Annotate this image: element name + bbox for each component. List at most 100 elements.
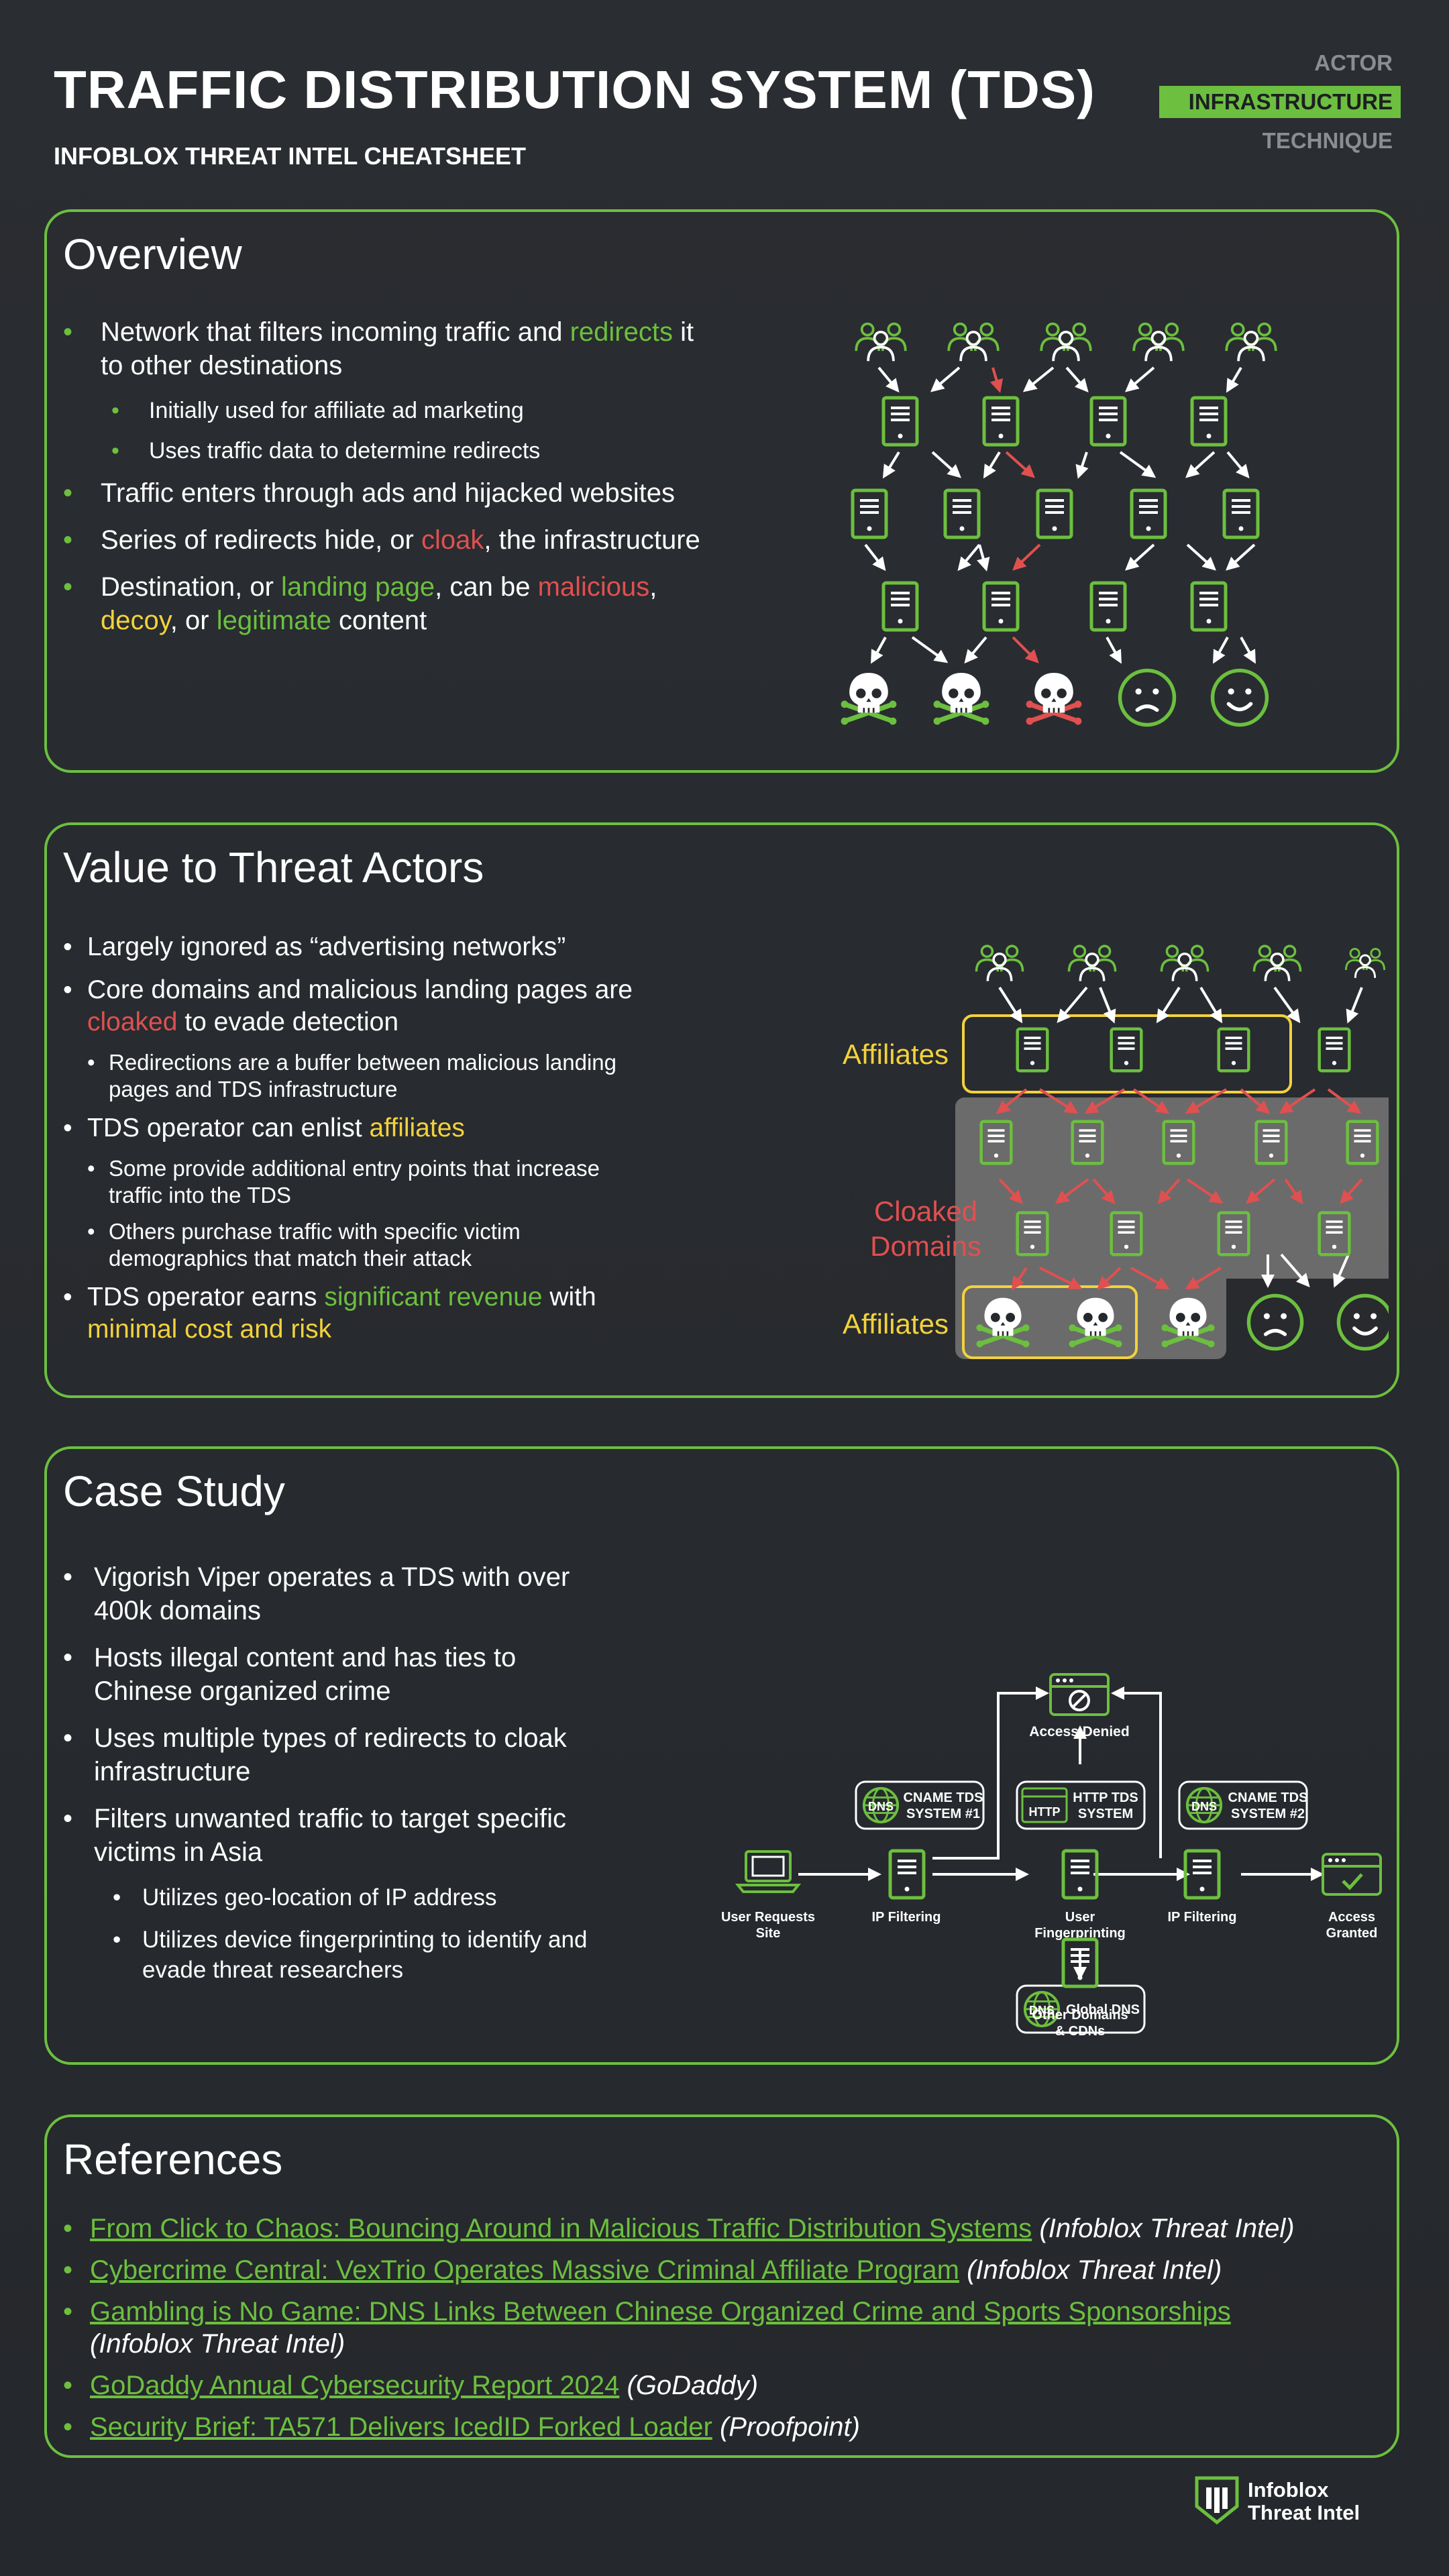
text: Network that filters incoming traffic an… [101,317,570,347]
logo-line1: Infoblox [1248,2478,1329,2502]
list-item: Filters unwanted traffic to target speci… [63,1802,613,1869]
redirect-flow-diagram [839,322,1277,755]
case-heading: Case Study [63,1467,285,1515]
overview-heading: Overview [63,230,242,278]
text: with [542,1283,596,1311]
references-heading: References [63,2135,283,2184]
affiliates-bottom-box [962,1285,1138,1359]
list-item: Hosts illegal content and has ties to Ch… [63,1641,613,1708]
landing-page-icons [841,671,1267,725]
user-laptop-node: User Requests Site [721,1850,815,1941]
global-dns-node: DNS Global DNS [1016,1984,1146,2034]
dns-badge: DNS [868,1800,894,1813]
arrows [998,986,1363,1288]
reference-item: Gambling is No Game: DNS Links Between C… [63,2296,1378,2360]
shield-icon [1195,2476,1239,2525]
granted-label-a: Access [1328,1910,1375,1925]
text: Core domains and malicious landing pages… [87,975,633,1004]
reference-link[interactable]: Gambling is No Game: DNS Links Between C… [90,2297,1231,2326]
global-dns-label: Global DNS [1066,2002,1140,2017]
references-list: From Click to Chaos: Bouncing Around in … [63,2212,1378,2453]
cname1-label-a: CNAME TDS [904,1790,983,1805]
access-granted-node: Access Granted [1322,1853,1382,1941]
other-domains-label-b: & CDNs [1055,2024,1105,2039]
list-item: Vigorish Viper operates a TDS with over … [63,1560,613,1627]
cname-tds-1-node: DNS CNAME TDS SYSTEM #1 [855,1780,985,1830]
list-item: Utilizes device fingerprinting to identi… [63,1925,613,1985]
text: content [331,606,427,635]
http-badge: HTTP [1029,1805,1061,1819]
access-denied-label: Access Denied [1029,1724,1129,1739]
reference-link[interactable]: GoDaddy Annual Cybersecurity Report 2024 [90,2371,620,2400]
other-domains-node: Other Domains & CDNs [1032,1937,1128,2039]
reference-source: (Proofpoint) [719,2412,860,2442]
user-label-a: User Requests [721,1910,815,1925]
fingerprint-label-a: User [1065,1910,1095,1925]
user-icons [975,945,1386,983]
highlight: minimal cost and risk [87,1315,332,1344]
label-affiliates-top: Affiliates [843,1038,949,1070]
list-item: Uses traffic data to determine redirects [63,436,720,466]
cname2-label-b: SYSTEM #2 [1231,1807,1305,1821]
list-item: Core domains and malicious landing pages… [63,974,653,1038]
label-affiliates-bottom: Affiliates [843,1308,949,1340]
text: Destination, or [101,572,282,602]
malicious-path-arrows [989,367,1041,663]
reference-link[interactable]: From Click to Chaos: Bouncing Around in … [90,2214,1032,2243]
page-subtitle: INFOBLOX THREAT INTEL CHEATSHEET [54,142,527,170]
other-domains-label-a: Other Domains [1032,2008,1128,2023]
page-title: TRAFFIC DISTRIBUTION SYSTEM (TDS) [54,60,1095,119]
list-item: Others purchase traffic with specific vi… [63,1218,653,1272]
category-tags: ACTOR INFRASTRUCTURE TECHNIQUE [1159,47,1401,164]
reference-source: (Infoblox Threat Intel) [90,2329,345,2359]
list-item: TDS operator earns significant revenue w… [63,1281,653,1346]
text: it to other destinations [101,317,694,380]
reference-link[interactable]: Security Brief: TA571 Delivers IcedID Fo… [90,2412,712,2442]
highlight: legitimate [216,606,331,635]
user-label-b: Site [756,1926,781,1941]
text: , can be [435,572,538,602]
infoblox-logo: Infoblox Threat Intel [1195,2476,1360,2525]
text: , the infrastructure [484,525,700,555]
highlight: redirects [570,317,673,347]
text: to evade detection [177,1008,399,1036]
tag-technique: TECHNIQUE [1262,128,1393,153]
highlight: cloaked [87,1008,178,1036]
cname2-label-a: CNAME TDS [1228,1790,1308,1805]
ip-filtering-label: IP Filtering [872,1910,941,1925]
case-list: Vigorish Viper operates a TDS with over … [63,1560,613,1997]
highlight: malicious [537,572,650,602]
overview-list: Network that filters incoming traffic an… [63,315,720,651]
text: , [649,572,657,602]
http-label-a: HTTP TDS [1073,1790,1138,1805]
list-item: Destination, or landing page, can be mal… [63,570,720,637]
reference-source: (Infoblox Threat Intel) [967,2255,1222,2285]
reference-link[interactable]: Cybercrime Central: VexTrio Operates Mas… [90,2255,959,2285]
flow-connectors [798,1686,1324,1980]
tag-infrastructure: INFRASTRUCTURE [1159,86,1401,118]
list-item: Initially used for affiliate ad marketin… [63,396,720,425]
affiliates-top-box [962,1014,1292,1093]
list-item: Redirections are a buffer between malici… [63,1049,653,1103]
value-panel: Value to Threat Actors Largely ignored a… [44,822,1399,1398]
case-study-panel: Case Study Vigorish Viper operates a TDS… [44,1446,1399,2065]
http-tds-node: HTTP HTTP TDS SYSTEM [1016,1780,1146,1830]
list-item: Some provide additional entry points tha… [63,1155,653,1209]
tag-actor: ACTOR [1314,50,1393,75]
vigorish-viper-flow-diagram: Access Denied DNS CNAME TDS SYSTEM #1 HT… [721,1673,1382,2034]
highlight: affiliates [369,1114,465,1142]
text: TDS operator can enlist [87,1114,370,1142]
reference-item: From Click to Chaos: Bouncing Around in … [63,2212,1378,2245]
logo-line2: Threat Intel [1248,2501,1360,2524]
label-cloaked: Cloaked [874,1195,977,1227]
affiliate-flow-diagram: Affiliates Cloaked Domains Affiliates [843,945,1389,1359]
reference-item: Cybercrime Central: VexTrio Operates Mas… [63,2254,1378,2286]
list-item: Network that filters incoming traffic an… [63,315,720,382]
malicious-arrows [996,1088,1363,1291]
arrows [864,366,1256,664]
text: , or [170,606,217,635]
user-icons [855,322,1277,363]
fingerprinting-node: User Fingerprinting [1034,1851,1126,1941]
value-heading: Value to Threat Actors [63,843,484,892]
highlight: landing page [281,572,435,602]
